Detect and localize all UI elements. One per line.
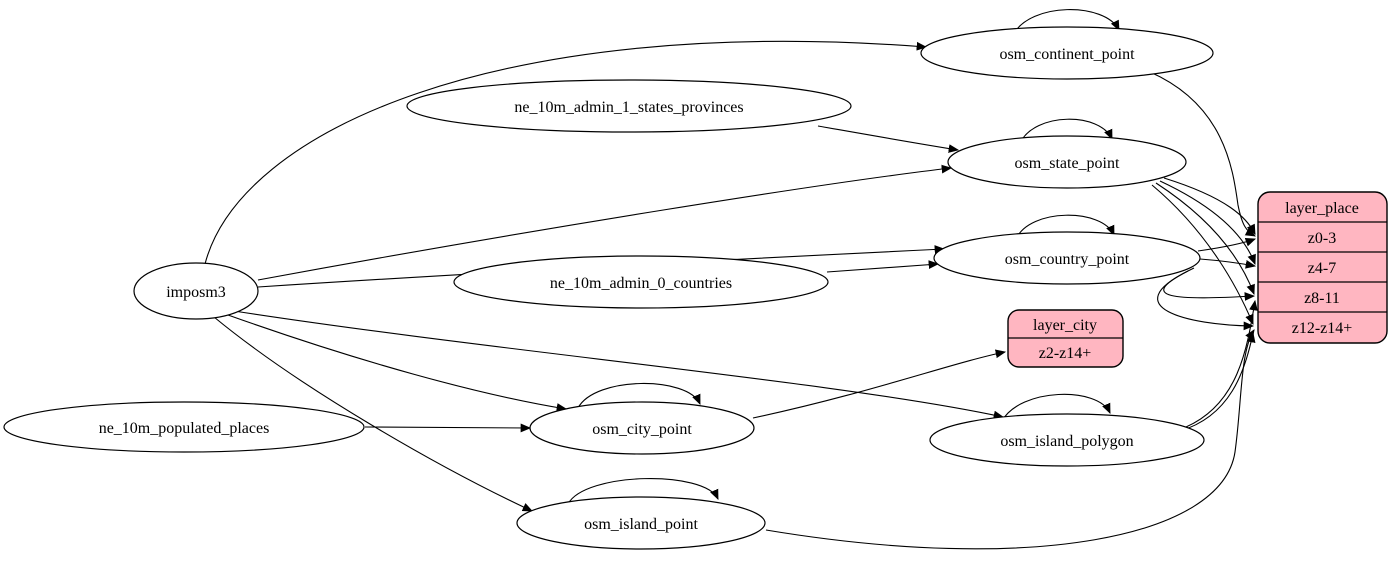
node-osm_island_polygon: osm_island_polygon <box>929 413 1205 467</box>
node-osm_country_point-shape <box>933 231 1201 285</box>
edge-imposm3-osm_island_polygon <box>233 310 1005 420</box>
record-layer_place-row-z0-3: z0-3 <box>1308 230 1336 247</box>
node-osm_island_point: osm_island_point <box>516 496 766 550</box>
node-ne_10m_admin_0_countries: ne_10m_admin_0_countries <box>453 255 829 309</box>
node-osm_island_point-shape <box>516 496 766 550</box>
node-osm_city_point-label: osm_city_point <box>592 421 692 438</box>
record-layer_city-title: layer_city <box>1033 317 1097 334</box>
node-osm_continent_point-label: osm_continent_point <box>999 46 1135 63</box>
node-ne_10m_admin_1_states_provinces: ne_10m_admin_1_states_provinces <box>406 79 852 133</box>
edge-imposm3-osm_continent_point <box>204 40 928 265</box>
record-layer_city-row-z2-z14: z2-z14+ <box>1039 345 1092 362</box>
node-osm_country_point: osm_country_point <box>933 231 1201 285</box>
node-osm_island_polygon-shape <box>929 413 1205 467</box>
node-imposm3: imposm3 <box>133 262 259 320</box>
node-osm_continent_point: osm_continent_point <box>920 26 1214 80</box>
node-osm_island_point-label: osm_island_point <box>584 516 698 533</box>
record-layer_place: layer_place z0-3 z4-7 z8-11 z12-z14+ <box>1257 191 1388 344</box>
selfloop-osm_island_point <box>567 478 719 505</box>
node-ne_10m_populated_places: ne_10m_populated_places <box>3 401 365 453</box>
edge-osm_state_point-z4-7 <box>1159 180 1256 266</box>
edge-osm_state_point-z12-z14 <box>1151 184 1254 326</box>
node-ne_10m_populated_places-label: ne_10m_populated_places <box>99 420 270 437</box>
node-imposm3-shape <box>133 262 259 320</box>
selfloop-osm_state_point <box>1019 118 1113 144</box>
record-layer_city: layer_city z2-z14+ <box>1007 309 1124 368</box>
selfloop-osm_continent_point <box>1012 9 1120 36</box>
edge-osm_country_point-z4-7 <box>1199 258 1257 269</box>
node-osm_state_point: osm_state_point <box>947 135 1187 189</box>
record-layer_place-shape <box>1257 191 1388 344</box>
node-osm_city_point-shape <box>529 401 755 455</box>
edge-ne_10m_admin_0_countries-osm_country_point <box>826 260 940 273</box>
edge-osm_country_point-z0-3 <box>1197 238 1257 252</box>
edge-imposm3-osm_city_point <box>227 314 568 412</box>
edge-osm_continent_point-z0-3 <box>1149 71 1256 237</box>
edge-osm_city_point-layer_city <box>752 349 1007 419</box>
node-ne_10m_admin_1_states_provinces-label: ne_10m_admin_1_states_provinces <box>514 99 743 116</box>
node-osm_continent_point-shape <box>920 26 1214 80</box>
edge-osm_state_point-z0-3 <box>1163 177 1256 235</box>
node-osm_state_point-shape <box>947 135 1187 189</box>
record-layer_place-row-z8-11: z8-11 <box>1304 290 1340 307</box>
edge-osm_island_polygon-z12-z14 <box>1179 331 1256 432</box>
record-layer_place-row-z12-z14: z12-z14+ <box>1292 320 1353 337</box>
node-imposm3-label: imposm3 <box>166 284 226 301</box>
edge-imposm3-osm_island_point <box>213 316 533 512</box>
edge-group <box>204 9 1258 550</box>
edge-osm_island_polygon-z8-11 <box>1185 299 1258 428</box>
node-ne_10m_admin_1_states_provinces-shape <box>406 79 852 133</box>
selfloop-osm_country_point <box>1015 214 1115 240</box>
node-osm_island_polygon-label: osm_island_polygon <box>1000 433 1133 450</box>
node-osm_country_point-label: osm_country_point <box>1005 251 1130 268</box>
edge-imposm3-osm_state_point <box>257 164 953 281</box>
edge-osm_state_point-z8-11 <box>1155 182 1255 296</box>
edge-ne_10m_populated_places-osm_city_point <box>364 423 532 433</box>
record-layer_place-row-z4-7: z4-7 <box>1308 260 1336 277</box>
node-ne_10m_admin_0_countries-label: ne_10m_admin_0_countries <box>550 275 732 292</box>
edge-ne_10m_admin_1_states_provinces-osm_state_point <box>817 125 960 153</box>
edge-osm_island_point-z12-z14 <box>765 329 1255 550</box>
node-ne_10m_admin_0_countries-shape <box>453 255 829 309</box>
edge-osm_country_point-z12-z14 <box>1157 270 1255 331</box>
selfloop-osm_city_point <box>577 382 701 409</box>
selfloop-osm_island_polygon <box>1001 393 1111 422</box>
node-ne_10m_populated_places-shape <box>3 401 365 453</box>
node-osm_state_point-label: osm_state_point <box>1015 155 1120 172</box>
node-osm_city_point: osm_city_point <box>529 401 755 455</box>
record-layer_place-title: layer_place <box>1285 200 1359 217</box>
